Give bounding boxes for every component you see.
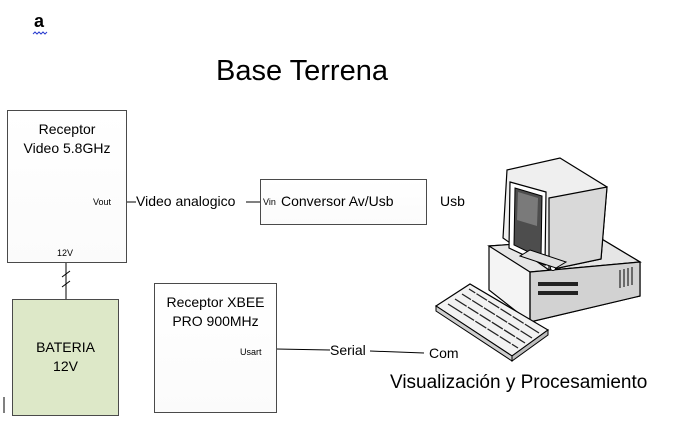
receptor-xbee-label: Receptor XBEE PRO 900MHz: [166, 294, 265, 329]
serial-line-right: [369, 350, 425, 354]
vin-port-label: Vin: [263, 197, 276, 207]
conversor-label: Conversor Av/Usb: [281, 193, 394, 209]
bateria-label: BATERIA 12V: [36, 339, 95, 374]
usb-label: Usb: [440, 193, 465, 209]
spellcheck-squiggle: [32, 31, 48, 35]
vout-port-label: Vout: [93, 197, 112, 207]
receptor-xbee-block: Receptor XBEE PRO 900MHz Usart: [154, 283, 277, 413]
power-tick-1: [61, 270, 71, 278]
serial-line-left: [275, 348, 331, 351]
power-tick-2: [61, 280, 71, 288]
bateria-block: BATERIA 12V: [12, 299, 119, 416]
usart-port-label: Usart: [240, 347, 262, 357]
serial-label: Serial: [330, 342, 366, 358]
power-port-label: 12V: [57, 248, 74, 258]
diagram-title: Base Terrena: [216, 55, 388, 87]
marker-letter: a: [34, 11, 45, 31]
receptor-video-block: Receptor Video 5.8GHz Vout 12V: [7, 110, 127, 263]
computer-caption: Visualización y Procesamiento: [390, 372, 648, 393]
com-label: Com: [429, 345, 459, 361]
receptor-video-label: Receptor Video 5.8GHz: [23, 121, 111, 156]
conversor-block: Vin Conversor Av/Usb: [260, 179, 427, 225]
video-analogico-label: Video analogico: [136, 193, 236, 209]
